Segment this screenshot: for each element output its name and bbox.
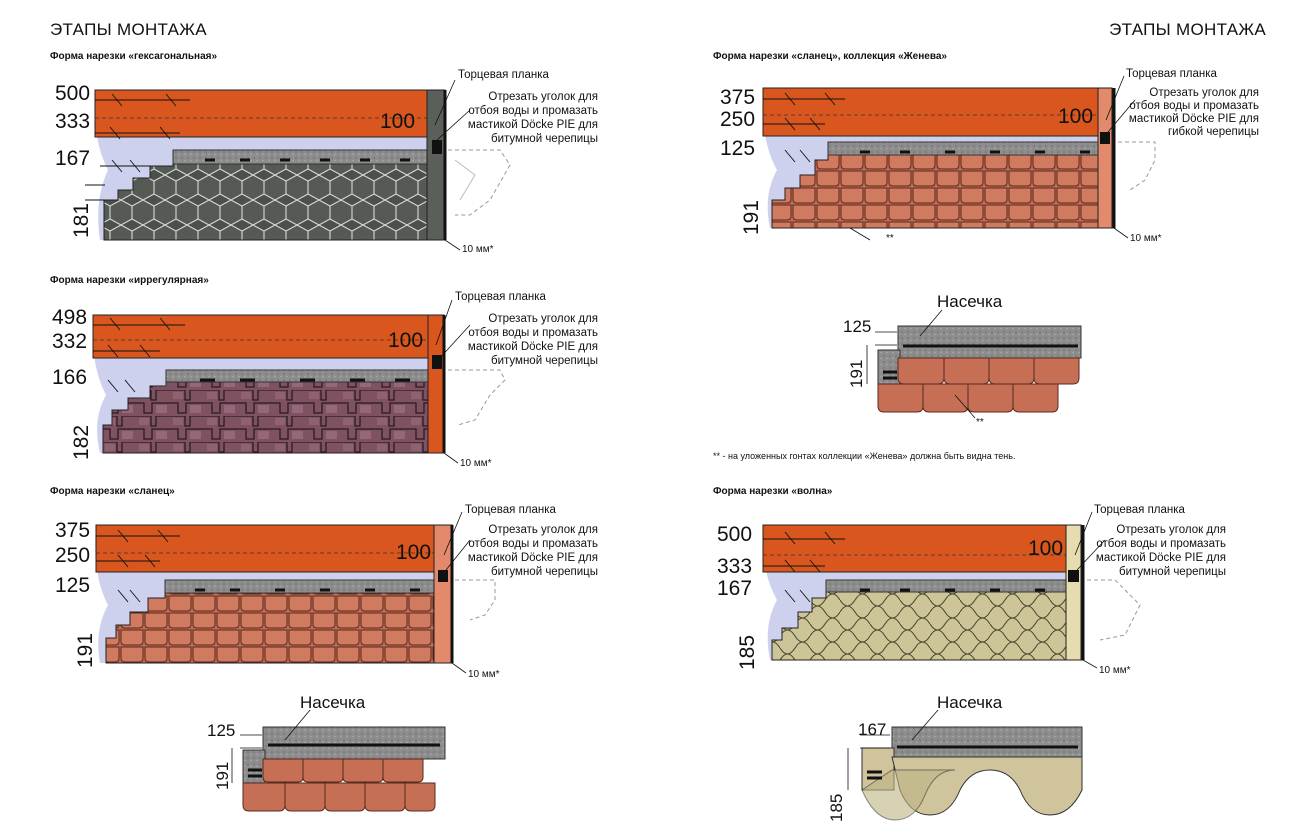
dim-100: 100	[380, 110, 415, 133]
note-line-4: битумной черепицы	[1119, 566, 1226, 578]
page-title-left: ЭТАПЫ МОНТАЖА	[50, 20, 207, 39]
top-strip	[94, 89, 428, 138]
note-line-3: мастикой Döcke PIE для	[468, 341, 598, 353]
note-line-3: мастикой Döcke PIE для	[1129, 113, 1259, 125]
note-line-1: Отрезать уголок для	[488, 91, 598, 103]
notch-dim-167: 167	[858, 720, 886, 739]
note-line-2: отбоя воды и промазать	[468, 327, 598, 339]
label-notch: Насечка	[300, 693, 366, 712]
notch-detail-geneva: 125 191 Насечка **	[843, 292, 1082, 428]
note-line-2: отбоя воды и промазать	[468, 105, 598, 117]
label-overhang: 10 мм*	[1130, 233, 1162, 244]
note-line-2: отбоя воды и промазать	[1096, 538, 1226, 550]
notch-detail-slate: 125 191 Насечка	[207, 693, 446, 812]
notch-dim-125: 125	[843, 317, 871, 336]
note-line-1: Отрезать уголок для	[1149, 87, 1259, 99]
page-title-right: ЭТАПЫ МОНТАЖА	[1109, 20, 1266, 39]
dim-375: 375	[720, 86, 755, 109]
dim-185: 185	[736, 635, 759, 670]
dim-333: 333	[717, 555, 752, 578]
diagram-irregular: 498 332 166 182 100 Торцевая планка Отре…	[52, 291, 598, 469]
note-line-4: битумной черепицы	[491, 133, 598, 145]
note-line-1: Отрезать уголок для	[1116, 524, 1226, 536]
diagram-slate: 375 250 125 191 100 Торцевая планка Отре…	[55, 504, 598, 680]
end-plank	[427, 314, 445, 454]
label-overhang: 10 мм*	[462, 244, 494, 255]
label-double-star: **	[886, 233, 894, 244]
footnote-geneva: ** - на уложенных гонтах коллекции «Жене…	[713, 451, 1016, 461]
dim-500: 500	[55, 82, 90, 105]
end-plank	[1097, 87, 1113, 229]
label-double-star: **	[976, 417, 984, 428]
end-plank	[426, 89, 446, 241]
section-title-geneva: Форма нарезки «сланец», коллекция «Женев…	[713, 51, 947, 62]
dim-100: 100	[396, 541, 431, 564]
dim-333: 333	[55, 110, 90, 133]
notch-dim-191: 191	[847, 360, 866, 388]
label-notch: Насечка	[937, 693, 1003, 712]
dim-166: 166	[52, 366, 87, 389]
section-title-irregular: Форма нарезки «иррегулярная»	[50, 275, 209, 286]
label-overhang: 10 мм*	[468, 669, 500, 680]
note-line-1: Отрезать уголок для	[488, 313, 598, 325]
diagram-geneva: 375 250 125 191 100 ** Торцевая планка О…	[720, 68, 1259, 244]
note-line-3: мастикой Döcke PIE для	[1096, 552, 1226, 564]
dim-500: 500	[717, 523, 752, 546]
note-line-4: битумной черепицы	[491, 566, 598, 578]
diagram-hex: 500 333 167 181 100 Торцевая планка Отре…	[55, 69, 598, 255]
note-line-2: отбоя воды и промазать	[1129, 100, 1259, 112]
starter-strip	[164, 579, 451, 594]
label-end-plank: Торцевая планка	[1126, 68, 1218, 80]
note-line-3: мастикой Döcke PIE для	[468, 552, 598, 564]
notch-dim-191: 191	[213, 762, 232, 790]
dim-100: 100	[1028, 537, 1063, 560]
notch-dim-125: 125	[207, 721, 235, 740]
label-end-plank: Торцевая планка	[1094, 504, 1186, 516]
dim-332: 332	[52, 330, 87, 353]
label-overhang: 10 мм*	[460, 458, 492, 469]
dim-125: 125	[720, 137, 755, 160]
dim-191: 191	[74, 633, 97, 668]
dim-125: 125	[55, 574, 90, 597]
dim-375: 375	[55, 519, 90, 542]
dim-181: 181	[70, 203, 93, 238]
starter-strip	[172, 149, 431, 165]
section-title-wave: Форма нарезки «волна»	[713, 486, 833, 497]
top-strip	[92, 314, 429, 359]
end-plank	[1065, 524, 1082, 661]
diagram-wave: 500 333 167 185 100 Торцевая планка Отре…	[717, 504, 1226, 676]
note-line-2: отбоя воды и промазать	[468, 538, 598, 550]
note-line-4: гибкой черепицы	[1168, 126, 1259, 138]
dim-250: 250	[720, 108, 755, 131]
end-plank	[433, 524, 453, 664]
dim-498: 498	[52, 306, 87, 329]
section-title-hex: Форма нарезки «гексагональная»	[50, 51, 218, 62]
label-end-plank: Торцевая планка	[458, 69, 550, 81]
top-strip	[95, 524, 435, 573]
section-title-slate: Форма нарезки «сланец»	[50, 486, 175, 497]
dim-100: 100	[388, 329, 423, 352]
dim-191: 191	[740, 200, 763, 235]
label-notch: Насечка	[937, 292, 1003, 311]
dim-250: 250	[55, 544, 90, 567]
dim-167: 167	[717, 577, 752, 600]
note-line-3: мастикой Döcke PIE для	[468, 119, 598, 131]
label-end-plank: Торцевая планка	[455, 291, 547, 303]
dim-100: 100	[1058, 105, 1093, 128]
note-line-1: Отрезать уголок для	[488, 524, 598, 536]
notch-dim-185: 185	[827, 794, 846, 822]
top-strip	[762, 524, 1067, 573]
top-strip	[762, 87, 1099, 137]
label-overhang: 10 мм*	[1099, 665, 1131, 676]
label-end-plank: Торцевая планка	[465, 504, 557, 516]
dim-182: 182	[70, 425, 93, 460]
notch-detail-wave: 167 185 Насечка	[827, 693, 1083, 822]
note-line-4: битумной черепицы	[491, 355, 598, 367]
starter-strip	[827, 141, 1116, 156]
dim-167: 167	[55, 147, 90, 170]
